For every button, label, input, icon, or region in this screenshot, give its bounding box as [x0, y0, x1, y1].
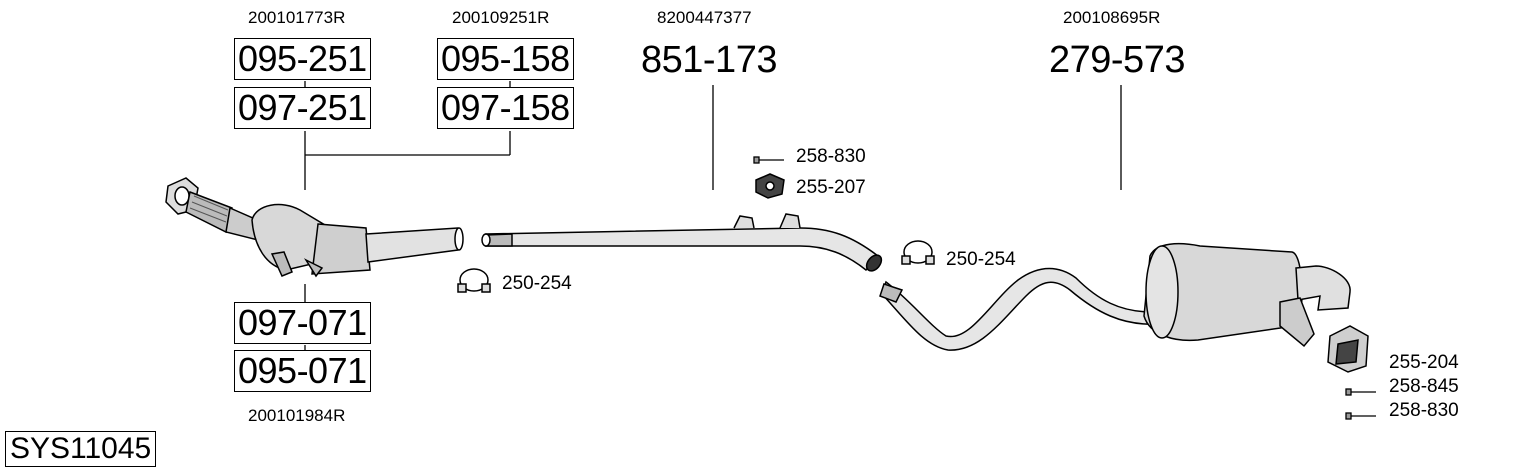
part-code-mid-pipe[interactable]: 851-173: [641, 39, 777, 81]
bolt-icon-rear-2: [1345, 412, 1376, 420]
cat-alt-oem-top: 200109251R: [452, 8, 550, 27]
front-flex-pipe: [165, 177, 263, 241]
part-code-cat-alt-1[interactable]: 095-158: [437, 38, 574, 80]
rear-oem: 200108695R: [1063, 8, 1161, 27]
bolt-icon-1: [753, 156, 784, 164]
middle-pipe: [481, 213, 883, 272]
accessory-clamp-rear[interactable]: 250-254: [946, 249, 1016, 270]
part-code-cat-alt-2[interactable]: 097-158: [437, 87, 574, 129]
part-code-cat-1[interactable]: 095-251: [234, 38, 371, 80]
cat-oem-top: 200101773R: [248, 8, 346, 27]
rear-pipe-silencer: [879, 242, 1351, 351]
catalytic-converter: [251, 203, 464, 278]
rubber-mount-icon-1: [755, 173, 785, 199]
cat-oem-bottom: 200101984R: [248, 406, 346, 425]
clamp-icon-rear: [901, 240, 935, 265]
part-code-cat-2[interactable]: 097-251: [234, 87, 371, 129]
part-code-rear[interactable]: 279-573: [1049, 39, 1185, 81]
accessory-clamp-front[interactable]: 250-254: [502, 273, 572, 294]
part-code-cat-bottom-2[interactable]: 095-071: [234, 350, 371, 392]
part-code-cat-bottom-1[interactable]: 097-071: [234, 302, 371, 344]
accessory-rubber-1[interactable]: 255-207: [796, 177, 866, 198]
system-id: SYS11045: [5, 431, 157, 467]
mid-pipe-oem: 8200447377: [657, 8, 752, 27]
clamp-icon-front: [457, 268, 491, 293]
accessory-bolt-rear-2[interactable]: 258-830: [1389, 400, 1459, 421]
rubber-mount-icon-rear: [1327, 325, 1369, 373]
accessory-bolt-rear-1[interactable]: 258-845: [1389, 376, 1459, 397]
accessory-bolt-1[interactable]: 258-830: [796, 146, 866, 167]
bolt-icon-rear-1: [1345, 388, 1376, 396]
accessory-rubber-rear[interactable]: 255-204: [1389, 352, 1459, 373]
